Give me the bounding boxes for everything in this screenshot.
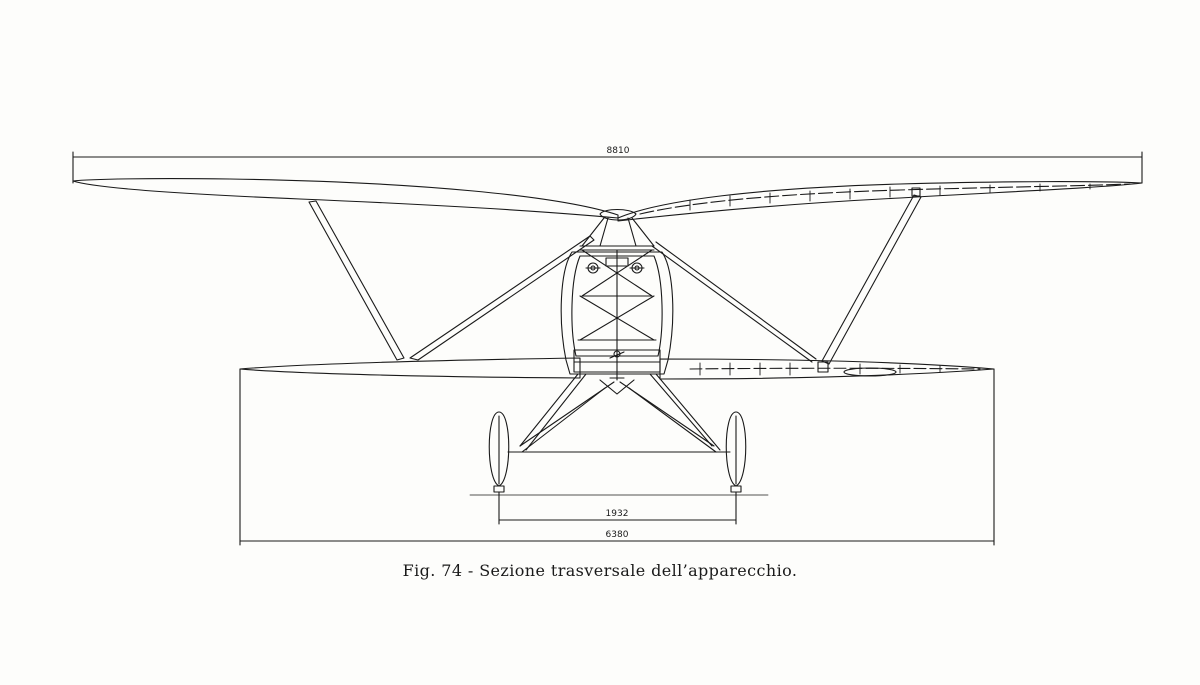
lower-wing-right-inner-line <box>689 367 981 370</box>
upper-span-dimension: 8810 <box>72 146 1143 184</box>
track-label: 1932 <box>606 509 629 519</box>
upper-wing-right-section <box>617 181 1143 222</box>
left-interplane-struts <box>308 200 595 361</box>
figure-caption: Fig. 74 - Sezione trasversale dell’appar… <box>402 561 798 580</box>
lower-wing-right-section <box>659 358 995 380</box>
cabane-struts <box>581 217 655 247</box>
right-wheel-contact <box>730 485 742 493</box>
upper-wing-right-inner-line <box>639 183 1131 215</box>
landing-gear <box>507 373 731 453</box>
fuselage-inner-outline <box>571 255 663 357</box>
fuselage-section <box>560 245 674 381</box>
upper-wing-right-ribs <box>689 183 1091 211</box>
track-dimension: 1932 <box>498 491 737 525</box>
center-hub-icon <box>613 350 621 358</box>
fuselage-floor <box>573 349 661 373</box>
lower-wing-right-ribs <box>699 362 941 376</box>
right-strut-outer <box>821 194 922 365</box>
left-wheel-contact <box>493 485 505 493</box>
lower-wing-left <box>239 357 581 379</box>
lower-span-label: 6380 <box>606 530 629 540</box>
fuselage-outline <box>560 251 674 375</box>
left-strut-inner <box>409 235 595 361</box>
upper-wing-right-outline <box>617 181 1143 222</box>
left-wheel <box>488 411 510 493</box>
lower-span-dimension: 6380 <box>239 368 995 546</box>
right-interplane-struts <box>651 194 922 365</box>
lower-wing-aileron-hinge <box>843 367 897 377</box>
right-strut-inner-2 <box>655 241 817 360</box>
left-strut-outer <box>308 200 405 361</box>
center-section-fairing <box>599 208 637 221</box>
upper-span-label: 8810 <box>607 146 630 156</box>
right-strut-inner <box>651 245 813 363</box>
upper-wing-left <box>72 178 619 219</box>
